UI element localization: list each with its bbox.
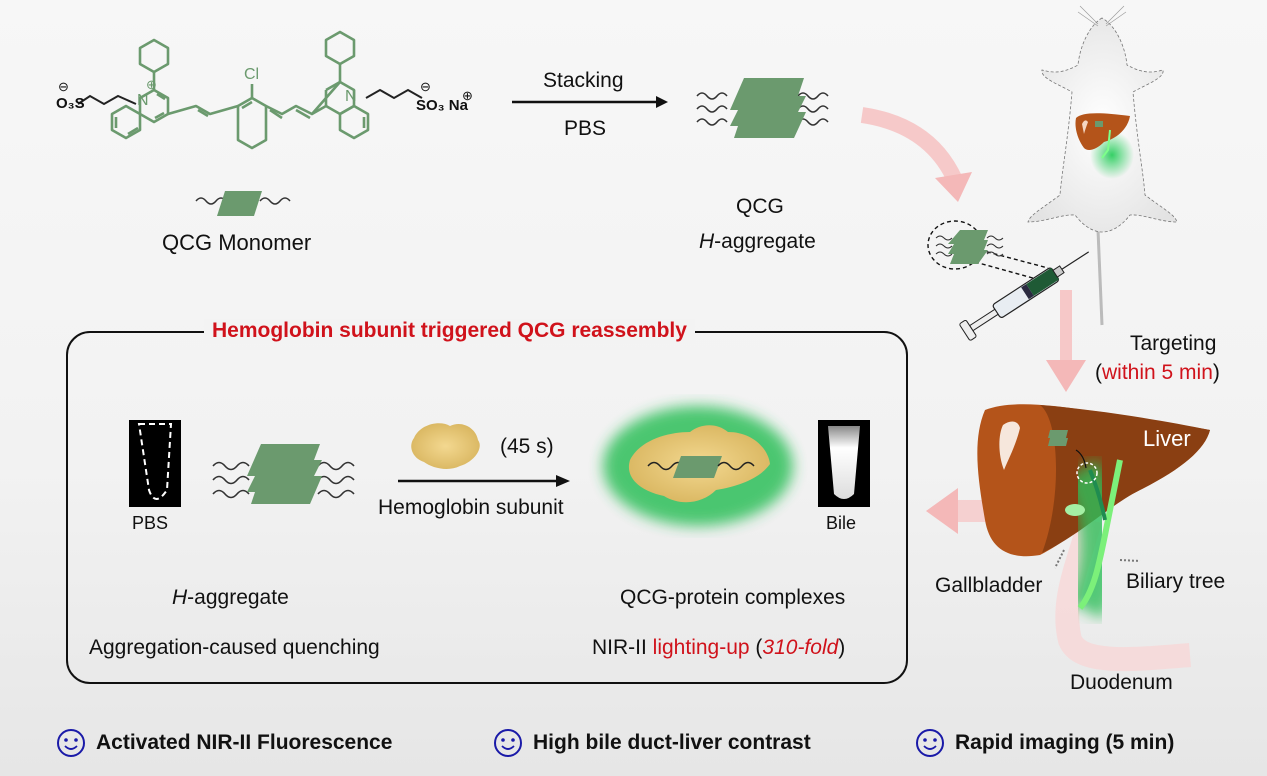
pbs-tube-label: PBS — [132, 513, 169, 533]
paren-open: ( — [749, 636, 763, 659]
hemoglobin-label: Hemoglobin subunit — [378, 496, 564, 519]
chlorine: Cl — [244, 66, 260, 83]
paren-close: ) — [838, 636, 846, 659]
feature-item: Rapid imaging (5 min) — [915, 728, 1174, 758]
gallbladder-label: Gallbladder — [935, 574, 1043, 597]
duodenum-label: Duodenum — [1070, 671, 1173, 694]
paren-close: ) — [1212, 361, 1220, 384]
targeting-time: (within 5 min) — [1095, 362, 1220, 383]
anion-charge-left: ⊖ — [58, 79, 69, 94]
anion-charge-right: ⊖ — [420, 79, 431, 94]
bile-label: Bile — [826, 513, 857, 533]
aggregate-suffix: -aggregate — [714, 230, 816, 253]
nir-prefix: NIR-II — [592, 636, 653, 659]
fold-value: 310-fold — [762, 636, 839, 659]
target-circle — [1076, 462, 1098, 484]
smiley-icon — [57, 729, 85, 757]
syringe-icon — [959, 251, 1090, 341]
mouse-tail — [1096, 229, 1104, 326]
monomer-label: QCG Monomer — [162, 230, 312, 255]
down-arrow-shaft — [1060, 290, 1072, 370]
duodenum — [1055, 517, 1191, 672]
left-effect: Aggregation-caused quenching — [89, 636, 380, 659]
curved-arrow-head — [935, 172, 972, 202]
nitrogen-left: N — [137, 92, 149, 109]
paren-open: ( — [1095, 361, 1102, 384]
stacking-label: Stacking — [543, 69, 624, 92]
nitrogen-right: N — [345, 88, 357, 105]
pbs-label: PBS — [564, 117, 607, 140]
down-arrow-head — [1046, 360, 1086, 392]
right-effect: NIR-II lighting-up (310-fold) — [592, 637, 845, 658]
glowing-tube — [828, 426, 860, 499]
left-state: H-aggregate — [172, 587, 289, 608]
sulfonate-left: O₃S — [56, 95, 85, 112]
biliary-tree-label: Biliary tree — [1126, 570, 1226, 593]
aggregate-label-2: H-aggregate — [699, 231, 816, 252]
feature-label: Rapid imaging (5 min) — [955, 731, 1175, 754]
aggregate-label-1: QCG — [736, 195, 784, 218]
cation-charge-left: ⊕ — [146, 77, 157, 92]
mouse-liver — [1075, 113, 1130, 150]
feature-label: Activated NIR-II Fluorescence — [96, 731, 393, 754]
right-state: QCG-protein complexes — [620, 586, 846, 609]
time-label: (45 s) — [500, 435, 554, 458]
feature-item: Activated NIR-II Fluorescence — [56, 728, 392, 758]
feature-label: High bile duct-liver contrast — [533, 731, 811, 754]
smiley-icon — [916, 729, 944, 757]
smiley-icon — [494, 729, 522, 757]
feature-item: High bile duct-liver contrast — [493, 728, 811, 758]
box-title: Hemoglobin subunit triggered QCG reassem… — [204, 319, 695, 343]
state-suffix: -aggregate — [187, 586, 289, 609]
na-charge: ⊕ — [462, 88, 473, 103]
sulfonate-right: SO₃ Na — [416, 97, 468, 114]
left-arrow-head — [926, 488, 958, 534]
bile-tube-image — [818, 420, 870, 507]
pbs-tube-image — [129, 420, 181, 507]
liver-label: Liver — [1143, 426, 1191, 451]
lighting-up-text: lighting-up — [652, 636, 750, 659]
italic-h: H — [699, 230, 715, 253]
empty-tube-outline — [137, 423, 173, 500]
italic-h: H — [172, 586, 188, 609]
curved-arrow — [860, 107, 963, 184]
targeting-time-value: within 5 min — [1102, 361, 1213, 384]
targeting-label: Targeting — [1130, 332, 1217, 355]
